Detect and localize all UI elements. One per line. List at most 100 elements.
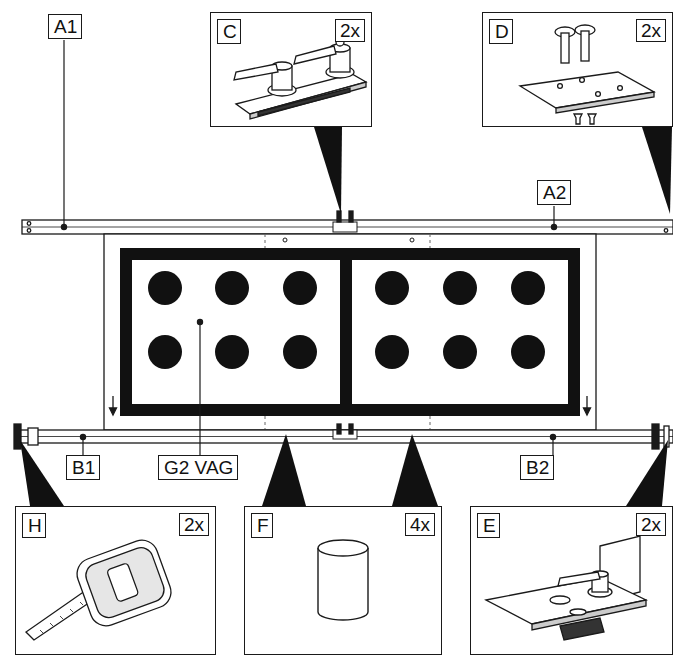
part-label: A2 (537, 180, 571, 205)
drawing-stroke (73, 536, 176, 631)
drawing-stroke (626, 440, 668, 506)
top-rail (22, 211, 673, 234)
label-text: B1 (72, 457, 94, 478)
drawing-stroke (340, 248, 352, 416)
cylinder-spacer (318, 540, 368, 620)
label-text: G2 VAG (164, 457, 232, 478)
tape-measure (26, 536, 175, 640)
drawing-stroke (80, 434, 85, 439)
drawing-stroke (337, 211, 341, 222)
drawing-stroke (82, 544, 167, 621)
drawing-stroke (265, 234, 266, 248)
quantity-label: 2x (636, 513, 666, 536)
drawing-stroke (283, 335, 317, 369)
part-label: B1 (66, 455, 100, 480)
mounting-plate-part (520, 25, 654, 124)
drawing-stroke (104, 234, 596, 430)
drawing-stroke (28, 428, 38, 445)
drawing-stroke (550, 434, 555, 439)
part-letter: H (22, 513, 46, 538)
label-text: A1 (54, 16, 76, 37)
part-letter: C (217, 19, 241, 44)
drawing-stroke (410, 238, 414, 242)
drawing-stroke (430, 416, 431, 430)
drawing-stroke (580, 78, 585, 83)
part-label: B2 (520, 455, 554, 480)
drawing-stroke (70, 609, 73, 612)
drawing-stroke (197, 319, 202, 324)
drawing-stroke (511, 335, 545, 369)
clamp-plate-part (234, 38, 366, 119)
parts-panel: 2x D (482, 12, 673, 127)
drawing-stroke (15, 430, 673, 443)
label-text: C (223, 21, 235, 42)
part-letter: E (477, 513, 500, 538)
parts-panel: 2x E (470, 506, 673, 655)
drawing-stroke (14, 424, 21, 449)
drawing-stroke (40, 630, 43, 633)
drawing-stroke (60, 616, 63, 619)
drawing-stroke (265, 234, 430, 430)
quantity-label: 2x (179, 513, 209, 536)
callout-wedges (20, 127, 672, 506)
label-text: B2 (526, 457, 548, 478)
drawing-stroke (148, 271, 182, 305)
parts-panel: 2x H (15, 506, 216, 655)
drawing-stroke (375, 335, 409, 369)
drawing-stroke (558, 84, 563, 89)
quantity-label: 4x (405, 513, 435, 536)
drawing-stroke (596, 92, 601, 97)
drawing-stroke (110, 396, 591, 415)
part-label: G2 VAG (158, 455, 238, 480)
drawing-stroke (283, 238, 287, 242)
clamp-bracket-part (486, 536, 646, 640)
drawing-stroke (664, 229, 668, 233)
drawing-stroke (443, 335, 477, 369)
drawing-stroke (588, 114, 596, 124)
drawing-stroke (570, 609, 586, 615)
drawing-stroke (250, 82, 366, 119)
drawing-stroke (148, 335, 182, 369)
drawing-stroke (110, 408, 117, 415)
drawing-stroke (581, 31, 589, 61)
drawing-stroke (556, 92, 654, 113)
drawing-stroke (20, 440, 64, 506)
quantity-label: 2x (335, 19, 365, 42)
drawing-stroke (294, 46, 336, 64)
quantity-label: 2x (636, 19, 666, 42)
drawing-stroke (349, 211, 353, 222)
drawing-stroke (61, 224, 66, 229)
drawing-stroke (430, 234, 431, 248)
drawing-stroke (558, 78, 623, 97)
part-letter: D (489, 19, 513, 44)
drawing-stroke (561, 33, 569, 63)
parts-panel: 4x F (244, 506, 442, 655)
drawing-stroke (443, 271, 477, 305)
drawing-stroke (107, 563, 139, 602)
label-text: F (257, 515, 267, 536)
drawing-stroke (551, 224, 556, 229)
drawing-stroke (392, 434, 438, 506)
label-text: H (28, 515, 40, 536)
drawing-stroke (148, 271, 545, 369)
drawing-stroke (318, 548, 368, 620)
drawing-stroke (349, 424, 353, 434)
drawing-stroke (265, 416, 266, 430)
drawing-stroke (584, 408, 591, 415)
drawing-stroke (262, 434, 306, 506)
drawing-stroke (618, 86, 623, 91)
drawing-stroke (40, 602, 83, 633)
drawing-stroke (199, 322, 200, 455)
drawing-stroke (318, 540, 368, 556)
drawing-stroke (560, 618, 604, 640)
bottom-rail (14, 424, 673, 449)
drawing-stroke (337, 424, 341, 434)
part-label: A1 (48, 14, 82, 39)
drawing-stroke (375, 271, 409, 305)
label-text: E (483, 515, 494, 536)
drawing-stroke (236, 74, 366, 114)
drawing-stroke (652, 424, 659, 449)
drawing-stroke (558, 572, 600, 586)
drawing-stroke (215, 271, 249, 305)
